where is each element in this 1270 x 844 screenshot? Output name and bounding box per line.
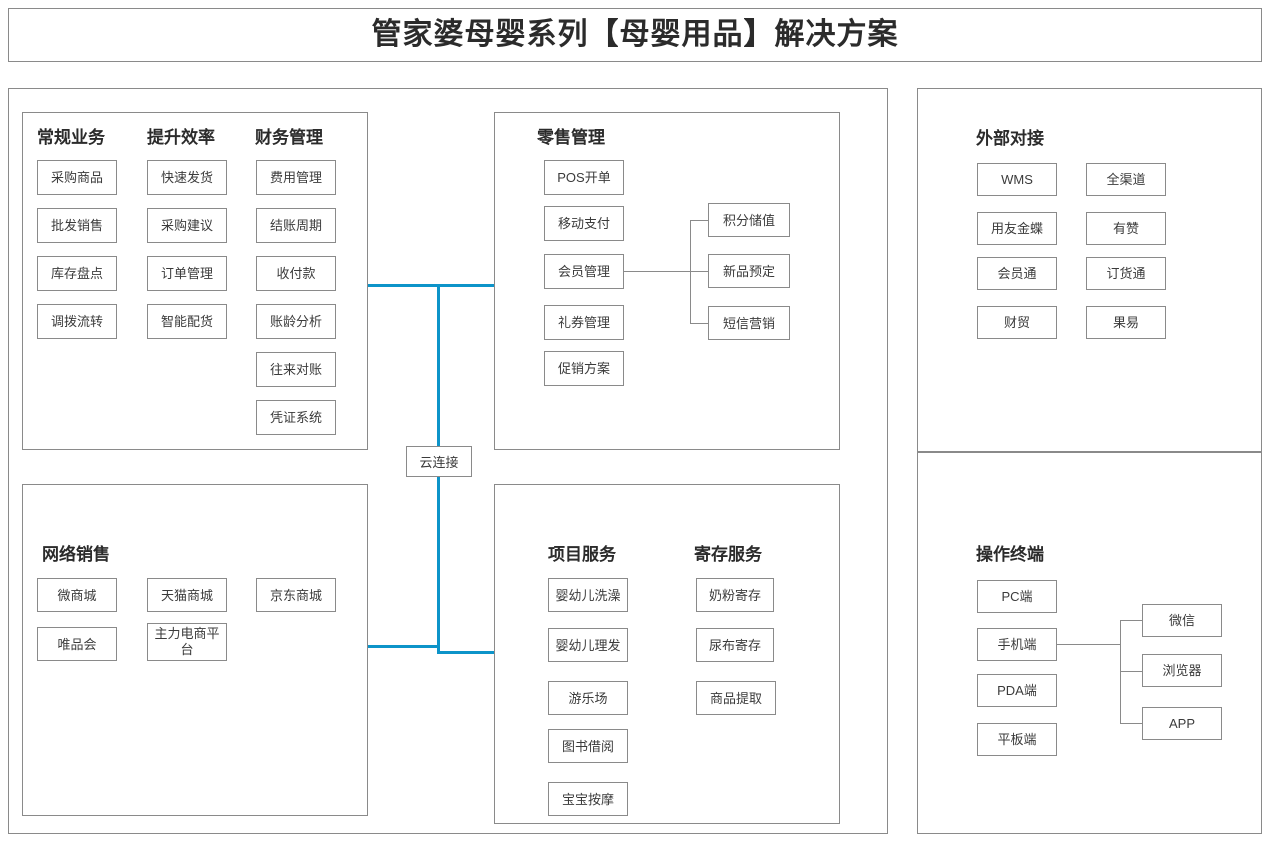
node-member-pass[interactable]: 会员通: [977, 257, 1057, 290]
node-transfer-flow[interactable]: 调拨流转: [37, 304, 117, 339]
node-wms[interactable]: WMS: [977, 163, 1057, 196]
group-title-efficiency: 提升效率: [147, 128, 215, 147]
node-wholesale-sales[interactable]: 批发销售: [37, 208, 117, 243]
node-wechat-mall[interactable]: 微商城: [37, 578, 117, 612]
node-baby-massage[interactable]: 宝宝按摩: [548, 782, 628, 816]
group-title-online-sales: 网络销售: [42, 545, 110, 564]
node-youzan[interactable]: 有赞: [1086, 212, 1166, 245]
node-order-pass[interactable]: 订货通: [1086, 257, 1166, 290]
group-title-finance: 财务管理: [255, 128, 323, 147]
retail-branch-line-2: [690, 271, 708, 272]
node-fast-shipping[interactable]: 快速发货: [147, 160, 227, 195]
node-reconciliation[interactable]: 往来对账: [256, 352, 336, 387]
node-goods-pickup[interactable]: 商品提取: [696, 681, 776, 715]
node-mobile-payment[interactable]: 移动支付: [544, 206, 624, 241]
retail-branch-line-1: [690, 220, 708, 221]
node-promotion-plan[interactable]: 促销方案: [544, 351, 624, 386]
node-infant-bath[interactable]: 婴幼儿洗澡: [548, 578, 628, 612]
node-tmall-mall[interactable]: 天猫商城: [147, 578, 227, 612]
cloud-line-bottom-right-horizontal: [437, 651, 494, 654]
node-purchase-goods[interactable]: 采购商品: [37, 160, 117, 195]
node-formula-storage[interactable]: 奶粉寄存: [696, 578, 774, 612]
node-voucher-system[interactable]: 凭证系统: [256, 400, 336, 435]
node-pos-billing[interactable]: POS开单: [544, 160, 624, 195]
node-order-management[interactable]: 订单管理: [147, 256, 227, 291]
node-omni-channel[interactable]: 全渠道: [1086, 163, 1166, 196]
node-diaper-storage[interactable]: 尿布寄存: [696, 628, 774, 662]
node-jd-mall[interactable]: 京东商城: [256, 578, 336, 612]
node-purchase-suggestion[interactable]: 采购建议: [147, 208, 227, 243]
node-book-borrowing[interactable]: 图书借阅: [548, 729, 628, 763]
node-new-product-reservation[interactable]: 新品预定: [708, 254, 790, 288]
node-points-stored-value[interactable]: 积分储值: [708, 203, 790, 237]
group-title-regular-business: 常规业务: [37, 128, 105, 147]
cloud-line-upper-vertical: [437, 284, 440, 447]
node-infant-haircut[interactable]: 婴幼儿理发: [548, 628, 628, 662]
node-main-ecommerce-platform[interactable]: 主力电商平台: [147, 623, 227, 661]
node-guoyi[interactable]: 果易: [1086, 306, 1166, 339]
page-header: 管家婆母婴系列【母婴用品】解决方案: [8, 8, 1262, 62]
group-title-terminal: 操作终端: [976, 545, 1044, 564]
retail-branch-line-3: [690, 323, 708, 324]
cloud-connect-label: 云连接: [419, 455, 459, 470]
terminal-branch-line-2: [1120, 671, 1142, 672]
node-sms-marketing[interactable]: 短信营销: [708, 306, 790, 340]
node-pda-terminal[interactable]: PDA端: [977, 674, 1057, 707]
terminal-branch-line-3: [1120, 723, 1142, 724]
panel-operation-terminal: [917, 452, 1262, 834]
group-title-project-service: 项目服务: [548, 545, 616, 564]
cloud-connect-node[interactable]: 云连接: [406, 446, 472, 477]
cloud-line-bottom-left-horizontal: [368, 645, 440, 648]
retail-branch-trunk: [624, 271, 690, 272]
node-playground[interactable]: 游乐场: [548, 681, 628, 715]
node-member-management[interactable]: 会员管理: [544, 254, 624, 289]
node-settlement-cycle[interactable]: 结账周期: [256, 208, 336, 243]
node-browser[interactable]: 浏览器: [1142, 654, 1222, 687]
node-receipt-payment[interactable]: 收付款: [256, 256, 336, 291]
node-pc-terminal[interactable]: PC端: [977, 580, 1057, 613]
node-wechat[interactable]: 微信: [1142, 604, 1222, 637]
node-aging-analysis[interactable]: 账龄分析: [256, 304, 336, 339]
panel-services: [494, 484, 840, 824]
node-expense-management[interactable]: 费用管理: [256, 160, 336, 195]
node-tablet-terminal[interactable]: 平板端: [977, 723, 1057, 756]
group-title-retail: 零售管理: [537, 128, 605, 147]
node-yonyou-kingdee[interactable]: 用友金蝶: [977, 212, 1057, 245]
node-vip-shop[interactable]: 唯品会: [37, 627, 117, 661]
terminal-branch-line-1: [1120, 620, 1142, 621]
node-app[interactable]: APP: [1142, 707, 1222, 740]
cloud-line-top-horizontal: [368, 284, 494, 287]
node-mobile-terminal[interactable]: 手机端: [977, 628, 1057, 661]
group-title-storage-service: 寄存服务: [694, 545, 762, 564]
node-inventory-count[interactable]: 库存盘点: [37, 256, 117, 291]
terminal-branch-trunk: [1057, 644, 1120, 645]
group-title-external: 外部对接: [976, 129, 1044, 148]
page-title: 管家婆母婴系列【母婴用品】解决方案: [371, 18, 899, 51]
cloud-line-lower-vertical: [437, 476, 440, 652]
node-finance-trade[interactable]: 财贸: [977, 306, 1057, 339]
node-gift-voucher[interactable]: 礼券管理: [544, 305, 624, 340]
node-smart-allocation[interactable]: 智能配货: [147, 304, 227, 339]
